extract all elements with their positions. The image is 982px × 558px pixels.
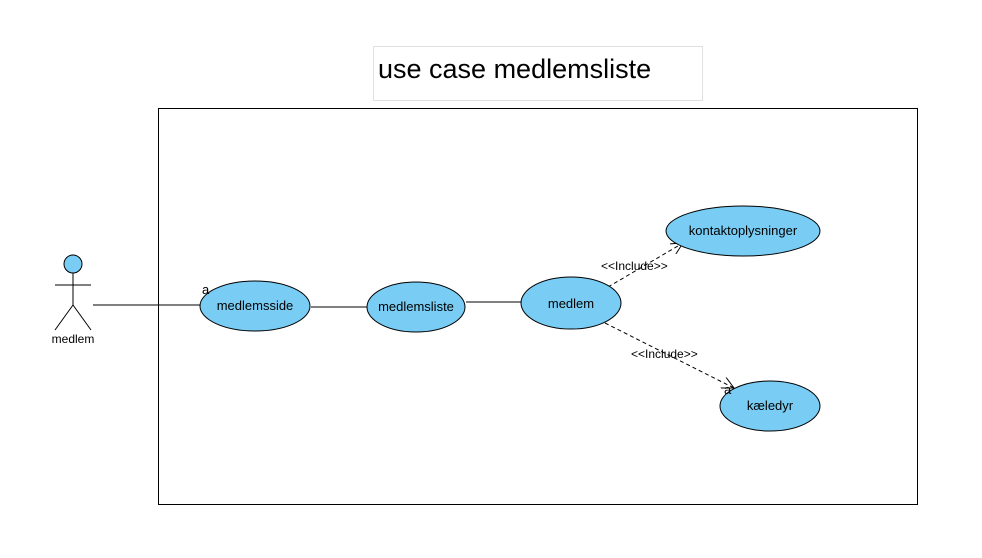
diagram-title-box: use case medlemsliste	[373, 46, 703, 101]
use-case-kaeledyr[interactable]: kæledyr	[719, 380, 821, 432]
use-case-medlemsliste[interactable]: medlemsliste	[366, 281, 466, 333]
use-case-kaeledyr-label: kæledyr	[747, 398, 794, 413]
actor-right-leg	[72, 304, 92, 331]
actor-medlem[interactable]: medlem	[52, 254, 95, 346]
include-edge-kontaktoplysninger	[607, 243, 683, 288]
include-label-1: <<Include>>	[601, 259, 668, 273]
include-edge-kaeledyr	[604, 322, 734, 388]
use-case-medlem-label: medlem	[548, 296, 594, 311]
multiplicity-marker-2: a	[724, 382, 732, 397]
actor-label: medlem	[52, 332, 95, 346]
use-case-kontaktoplysninger-label: kontaktoplysninger	[689, 223, 798, 238]
use-case-kontaktoplysninger-shape	[665, 205, 821, 257]
use-case-medlemsside-label: medlemsside	[217, 298, 294, 313]
use-case-medlemsliste-shape	[366, 281, 466, 333]
actor-left-leg	[54, 304, 74, 331]
use-case-kaeledyr-shape	[719, 380, 821, 432]
use-case-kontaktoplysninger[interactable]: kontaktoplysninger	[665, 205, 821, 257]
actor-head	[63, 254, 83, 274]
use-case-medlemsside-shape	[199, 280, 311, 332]
use-case-medlemsside[interactable]: medlemsside	[199, 280, 311, 332]
multiplicity-marker-1: a	[202, 282, 210, 297]
diagram-title: use case medlemsliste	[378, 54, 652, 84]
include-label-2: <<Include>>	[631, 347, 698, 361]
use-case-medlem-shape	[520, 276, 622, 330]
use-case-medlemsliste-label: medlemsliste	[378, 299, 454, 314]
use-case-medlem[interactable]: medlem	[520, 276, 622, 330]
